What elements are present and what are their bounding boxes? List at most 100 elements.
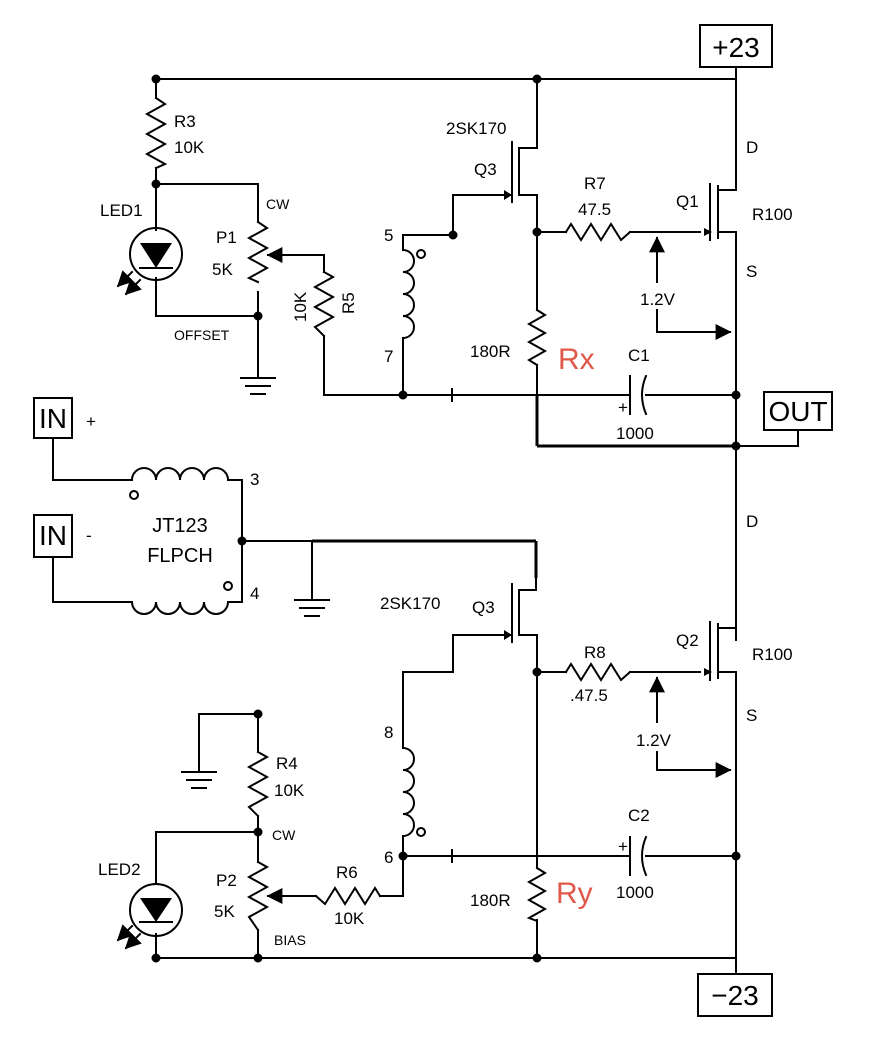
p2-ref: P2 xyxy=(216,871,237,890)
rx-value: 180R xyxy=(470,342,511,361)
q2-ref: Q2 xyxy=(676,631,699,650)
p2-cw: CW xyxy=(272,827,296,843)
in-pos-port: IN + xyxy=(33,397,96,439)
svg-text:+23: +23 xyxy=(712,32,760,63)
p2-value: 5K xyxy=(214,902,235,921)
coil-bottom-pin-6: 6 xyxy=(384,848,393,867)
transformer-pin-4: 4 xyxy=(250,584,259,603)
transformer-coil-top xyxy=(130,467,230,482)
r4-ref: R4 xyxy=(276,754,298,773)
q1-source: S xyxy=(746,262,757,281)
transformer-dot-bottom xyxy=(223,581,233,591)
p1-value: 5K xyxy=(212,260,233,279)
q3-bottom-ref: Q3 xyxy=(472,598,495,617)
coil-bottom-dot xyxy=(416,827,426,837)
c1-value: 1000 xyxy=(616,424,654,443)
svg-text:+: + xyxy=(86,412,96,431)
q3-bottom-jfet xyxy=(504,583,520,643)
p1-potentiometer xyxy=(246,220,270,284)
r8-resistor xyxy=(564,662,632,682)
coil-bottom-pin-8: 8 xyxy=(384,723,393,742)
q1-drain: D xyxy=(746,138,758,157)
svg-text:IN: IN xyxy=(39,520,67,551)
ry-resistor xyxy=(526,866,548,923)
p1-cw: CW xyxy=(266,196,290,212)
neg-rail-label: −23 xyxy=(697,973,773,1017)
p2-bias: BIAS xyxy=(274,932,306,948)
out-port: OUT xyxy=(763,391,833,431)
led1-diode xyxy=(116,227,183,296)
c2-value: 1000 xyxy=(616,883,654,902)
rx-note: Rx xyxy=(558,343,595,376)
transformer-pin-3: 3 xyxy=(250,470,259,489)
r8-value: .47.5 xyxy=(570,686,608,705)
c1-polarity: + xyxy=(618,398,628,417)
r5-value: 10K xyxy=(291,291,310,322)
svg-text:−23: −23 xyxy=(711,980,759,1011)
q3-top-jfet xyxy=(504,141,520,203)
top-wiring xyxy=(155,66,799,641)
junctions-bottom xyxy=(151,667,741,963)
rx-resistor xyxy=(526,308,548,367)
transformer-coil-bottom xyxy=(130,600,230,615)
c1-ref: C1 xyxy=(628,346,650,365)
q1-ref: Q1 xyxy=(676,192,699,211)
svg-text:-: - xyxy=(86,526,92,545)
q2-mosfet xyxy=(704,621,719,681)
r7-ref: R7 xyxy=(584,174,606,193)
led2-diode xyxy=(116,883,183,950)
p1-ref: P1 xyxy=(216,228,237,247)
p2-potentiometer xyxy=(246,860,270,932)
junctions-top xyxy=(151,74,741,451)
q3-top-ref: Q3 xyxy=(474,160,497,179)
r6-value: 10K xyxy=(334,909,365,928)
r3-resistor xyxy=(144,96,168,170)
led1-ref: LED1 xyxy=(100,201,143,220)
pos-rail-label: +23 xyxy=(699,24,773,68)
r7-value: 47.5 xyxy=(578,200,611,219)
q2-drain: D xyxy=(746,512,758,531)
r3-ref: R3 xyxy=(174,112,196,131)
q2-source: S xyxy=(746,706,757,725)
q3-bottom-type: 2SK170 xyxy=(380,594,441,613)
transformer-wiring xyxy=(52,437,538,617)
q2-type: R100 xyxy=(752,645,793,664)
ry-note: Ry xyxy=(556,877,593,910)
p1-offset: OFFSET xyxy=(174,327,230,343)
bottom-wiring xyxy=(155,577,737,975)
coil-top-dot xyxy=(416,249,426,259)
c2-capacitor xyxy=(629,835,648,877)
svg-text:IN: IN xyxy=(39,403,67,434)
r4-resistor xyxy=(246,750,270,818)
led2-ref: LED2 xyxy=(98,860,141,879)
r6-resistor xyxy=(314,886,382,906)
q1-mosfet xyxy=(704,183,719,241)
svg-text:OUT: OUT xyxy=(768,396,827,427)
transformer-name: JT123 xyxy=(152,515,208,537)
c1-capacitor xyxy=(451,374,648,416)
coil-top xyxy=(401,248,415,340)
ry-value: 180R xyxy=(470,891,511,910)
r8-ref: R8 xyxy=(584,643,606,662)
v-bottom-value: 1.2V xyxy=(636,731,672,750)
r4-value: 10K xyxy=(274,781,305,800)
coil-bottom xyxy=(401,746,415,838)
v-top-arrow xyxy=(649,236,732,340)
r5-resistor xyxy=(312,270,336,338)
c2-polarity: + xyxy=(618,837,628,856)
in-neg-port: IN - xyxy=(33,514,92,558)
coil-top-pin-5: 5 xyxy=(384,226,393,245)
v-bottom-arrow xyxy=(649,676,732,778)
transformer-sub: FLPCH xyxy=(147,545,213,567)
r3-value: 10K xyxy=(174,138,205,157)
r6-ref: R6 xyxy=(336,863,358,882)
r7-resistor xyxy=(564,222,632,242)
v-top-value: 1.2V xyxy=(640,290,676,309)
q3-top-type: 2SK170 xyxy=(446,119,507,138)
transformer-junction xyxy=(237,536,247,546)
c2-ref: C2 xyxy=(628,806,650,825)
coil-top-pin-7: 7 xyxy=(384,347,393,366)
transformer-dot-top xyxy=(129,490,139,500)
r5-ref: R5 xyxy=(339,292,358,314)
